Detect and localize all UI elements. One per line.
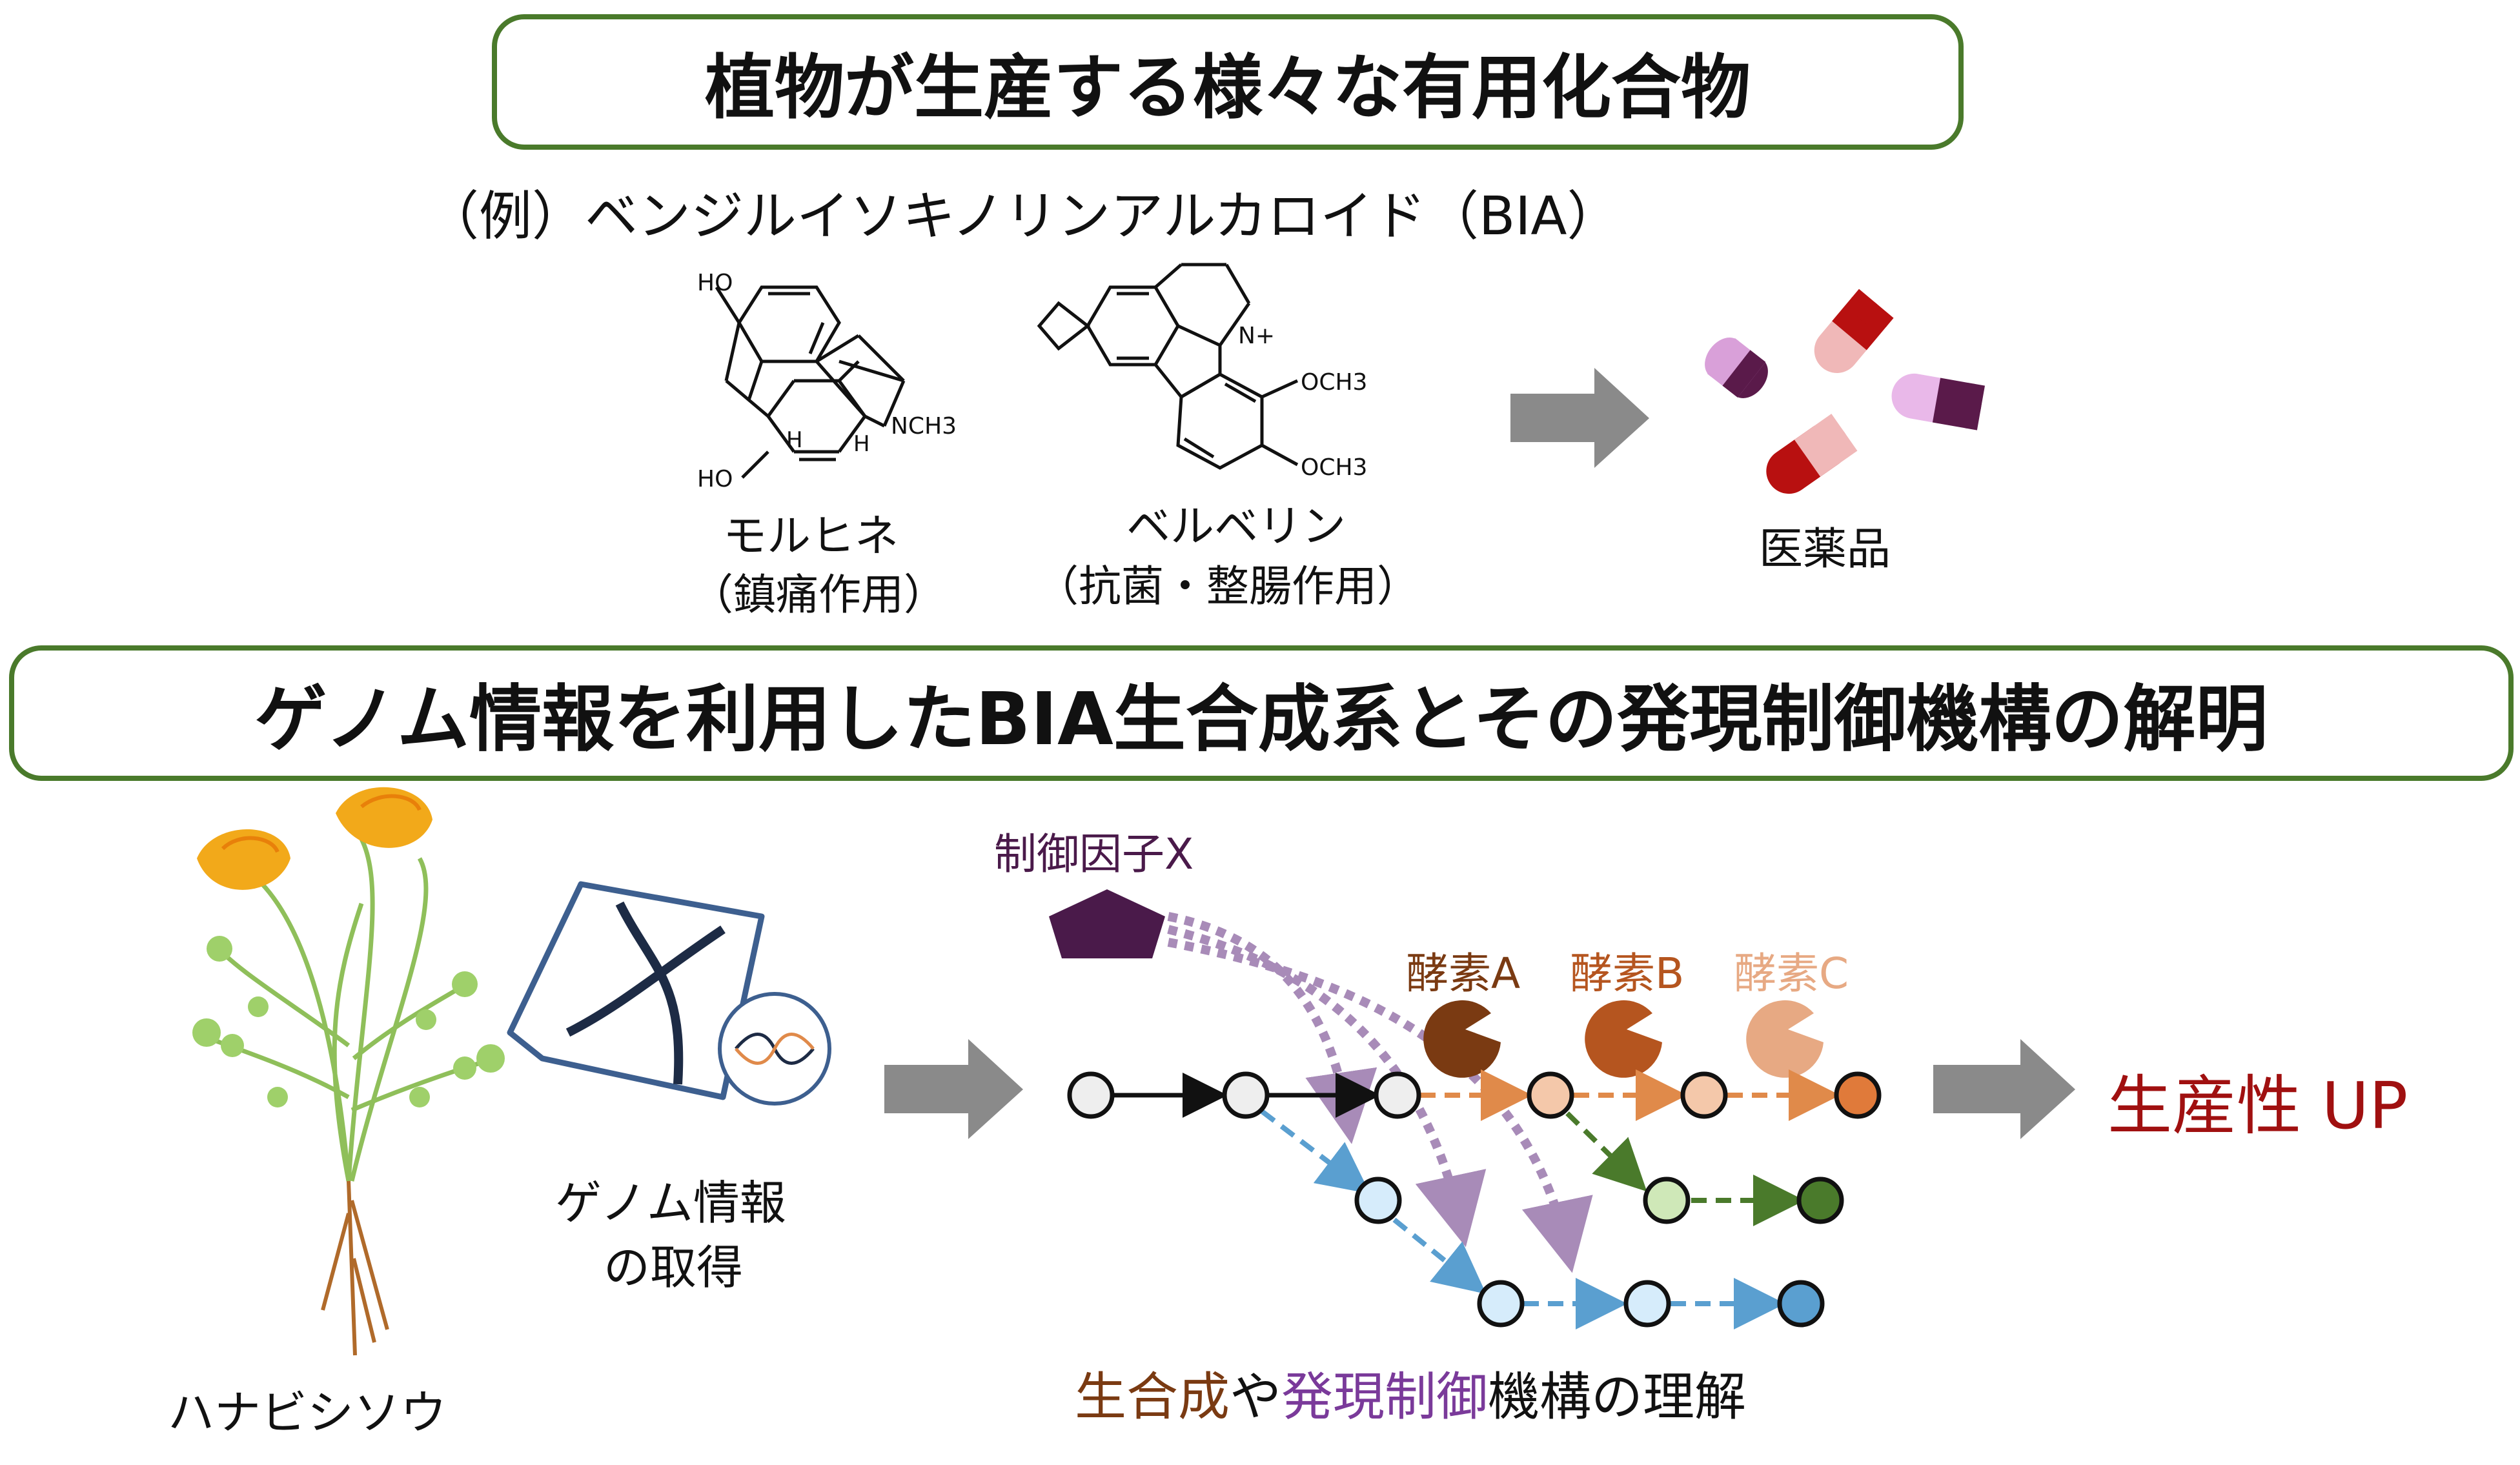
plant-label: ハナビシソウ [168, 1386, 447, 1440]
morphine-structure [715, 285, 906, 479]
node-8 [1477, 1280, 1525, 1328]
berberine-och3-a: OCH3 [1301, 369, 1368, 396]
enzyme-b-icon [1585, 1000, 1662, 1078]
morphine-nch3: NCH3 [891, 413, 957, 440]
node-10 [1777, 1280, 1825, 1328]
genome-label-line1: ゲノム情報 [555, 1176, 786, 1230]
plant-illustration [192, 787, 505, 1356]
enzyme-c-label: 酵素C [1734, 949, 1849, 998]
top-title: 植物が生産する様々な有用化合物 [704, 48, 1751, 128]
enzyme-c-icon [1746, 1000, 1824, 1078]
node-9 [1623, 1280, 1671, 1328]
medicine-label: 医薬品 [1759, 524, 1891, 575]
morphine-effect: （鎮痛作用） [691, 570, 946, 620]
result-label: 生産性 UP [2108, 1068, 2408, 1144]
genome-label-line2: の取得 [604, 1240, 744, 1295]
node-1 [1067, 1071, 1115, 1119]
top-arrow [1510, 368, 1649, 468]
morphine-h2: H [853, 431, 870, 457]
enzyme-b-label: 酵素B [1570, 949, 1685, 998]
node-2 [1222, 1071, 1270, 1119]
morphine-ho-bottom: HO [697, 466, 733, 492]
genome-bubble-icon [507, 881, 831, 1106]
berberine-och3-b: OCH3 [1301, 454, 1368, 481]
enzyme-a-label: 酵素A [1406, 949, 1521, 998]
pathway-nodes [1067, 1071, 1882, 1328]
node-4 [1527, 1071, 1574, 1119]
middle-title: ゲノム情報を利用したBIA生合成系とその発現制御機構の解明 [254, 678, 2268, 762]
caption-expression-control: 発現制御 [1281, 1367, 1488, 1427]
node-6 [1834, 1071, 1882, 1119]
node-5 [1680, 1071, 1728, 1119]
berberine-n-plus: N+ [1238, 323, 1275, 349]
node-7 [1354, 1177, 1402, 1224]
morphine-name: モルヒネ [723, 511, 899, 562]
regulator-dotted-lines [1167, 912, 1593, 1273]
morphine-ho-top: HO [697, 270, 733, 296]
caption-mechanism: 機構の理解 [1488, 1367, 1746, 1427]
bottom-caption: 生合成や発現制御機構の理解 [1075, 1355, 1746, 1430]
node-11 [1643, 1177, 1691, 1224]
berberine-structure [1037, 263, 1299, 470]
caption-biosynthesis: 生合成 [1075, 1367, 1230, 1427]
enzyme-a-icon [1423, 1000, 1501, 1078]
berberine-name: ベルベリン [1126, 501, 1346, 552]
regulator-label: 制御因子X [994, 829, 1194, 879]
node-12 [1796, 1177, 1844, 1224]
genome-arrow [884, 1039, 1023, 1139]
berberine-effect: （抗菌・整腸作用） [1036, 561, 1419, 611]
morphine-h1: H [786, 427, 803, 453]
regulator-pentagon-icon [1049, 889, 1165, 958]
middle-title-banner: ゲノム情報を利用したBIA生合成系とその発現制御機構の解明 [9, 645, 2514, 781]
pill-icons [1705, 288, 1986, 494]
result-arrow [1933, 1039, 2075, 1139]
top-title-banner: 植物が生産する様々な有用化合物 [492, 14, 1964, 150]
caption-and: や [1230, 1367, 1281, 1427]
example-line: （例）ベンジルイソキノリンアルカロイド（BIA） [426, 186, 1620, 247]
node-3 [1374, 1071, 1421, 1119]
